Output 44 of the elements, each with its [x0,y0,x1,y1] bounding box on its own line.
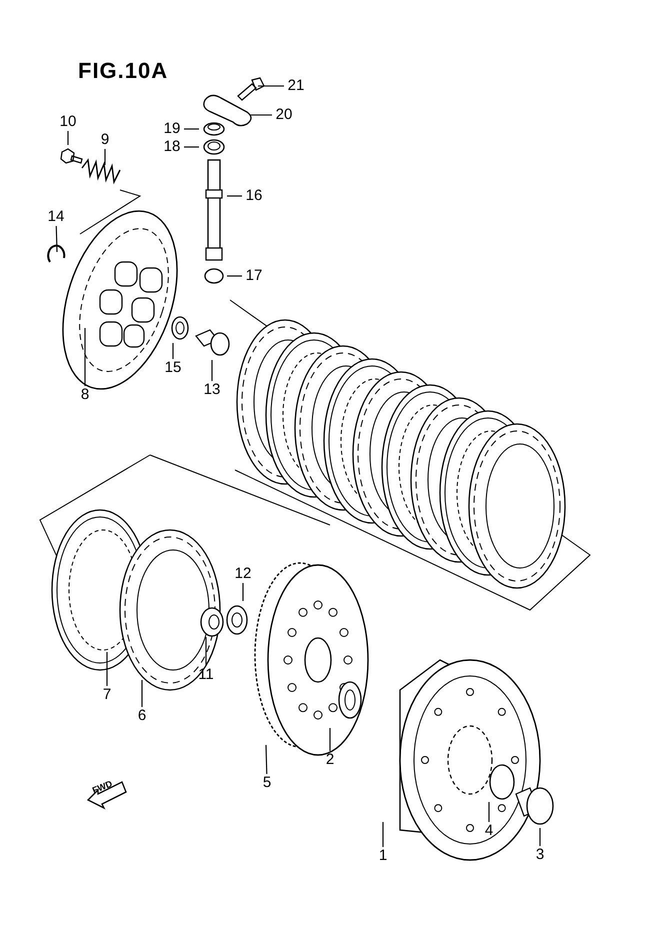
callout-number: 21 [284,77,308,95]
leader-line [106,652,108,686]
callout-number: 20 [272,106,296,124]
leader-line [265,744,268,774]
callout-number: 2 [318,751,342,769]
leader-line [258,85,284,87]
leader-line [329,728,331,751]
leader-line [382,822,384,847]
callout-number: 14 [44,208,68,226]
leader-line [172,343,174,359]
callout-number: 7 [95,686,119,704]
callout-number: 8 [73,386,97,404]
leader-line [184,128,199,130]
callout-number: 13 [200,381,224,399]
leader-line [104,149,106,165]
callout-number: 3 [528,846,552,864]
leader-line [205,637,207,666]
leader-line [250,114,272,116]
callout-number: 16 [242,187,266,205]
leader-line [211,360,213,381]
callout-number: 1 [371,847,395,865]
leader-line [184,146,199,148]
leader-line [84,328,86,386]
callout-number: 19 [160,120,184,138]
callout-number: 17 [242,267,266,285]
callout-number: 15 [161,359,185,377]
leader-line [242,583,244,601]
callout-number: 9 [93,131,117,149]
callout-number: 5 [255,774,279,792]
callout-number: 12 [231,565,255,583]
figure-title: FIG.10A [78,58,168,84]
callout-number: 4 [477,822,501,840]
callout-number: 18 [160,138,184,156]
leader-line [539,828,541,846]
callout-number: 6 [130,707,154,725]
direction-label: FWD [90,778,114,796]
leader-line [227,275,242,277]
leader-line [67,131,69,145]
leader-line [56,226,58,252]
callout-number: 11 [194,666,218,684]
leader-line [227,195,242,197]
leader-line [488,802,490,822]
callout-number: 10 [56,113,80,131]
leader-line [141,680,143,707]
